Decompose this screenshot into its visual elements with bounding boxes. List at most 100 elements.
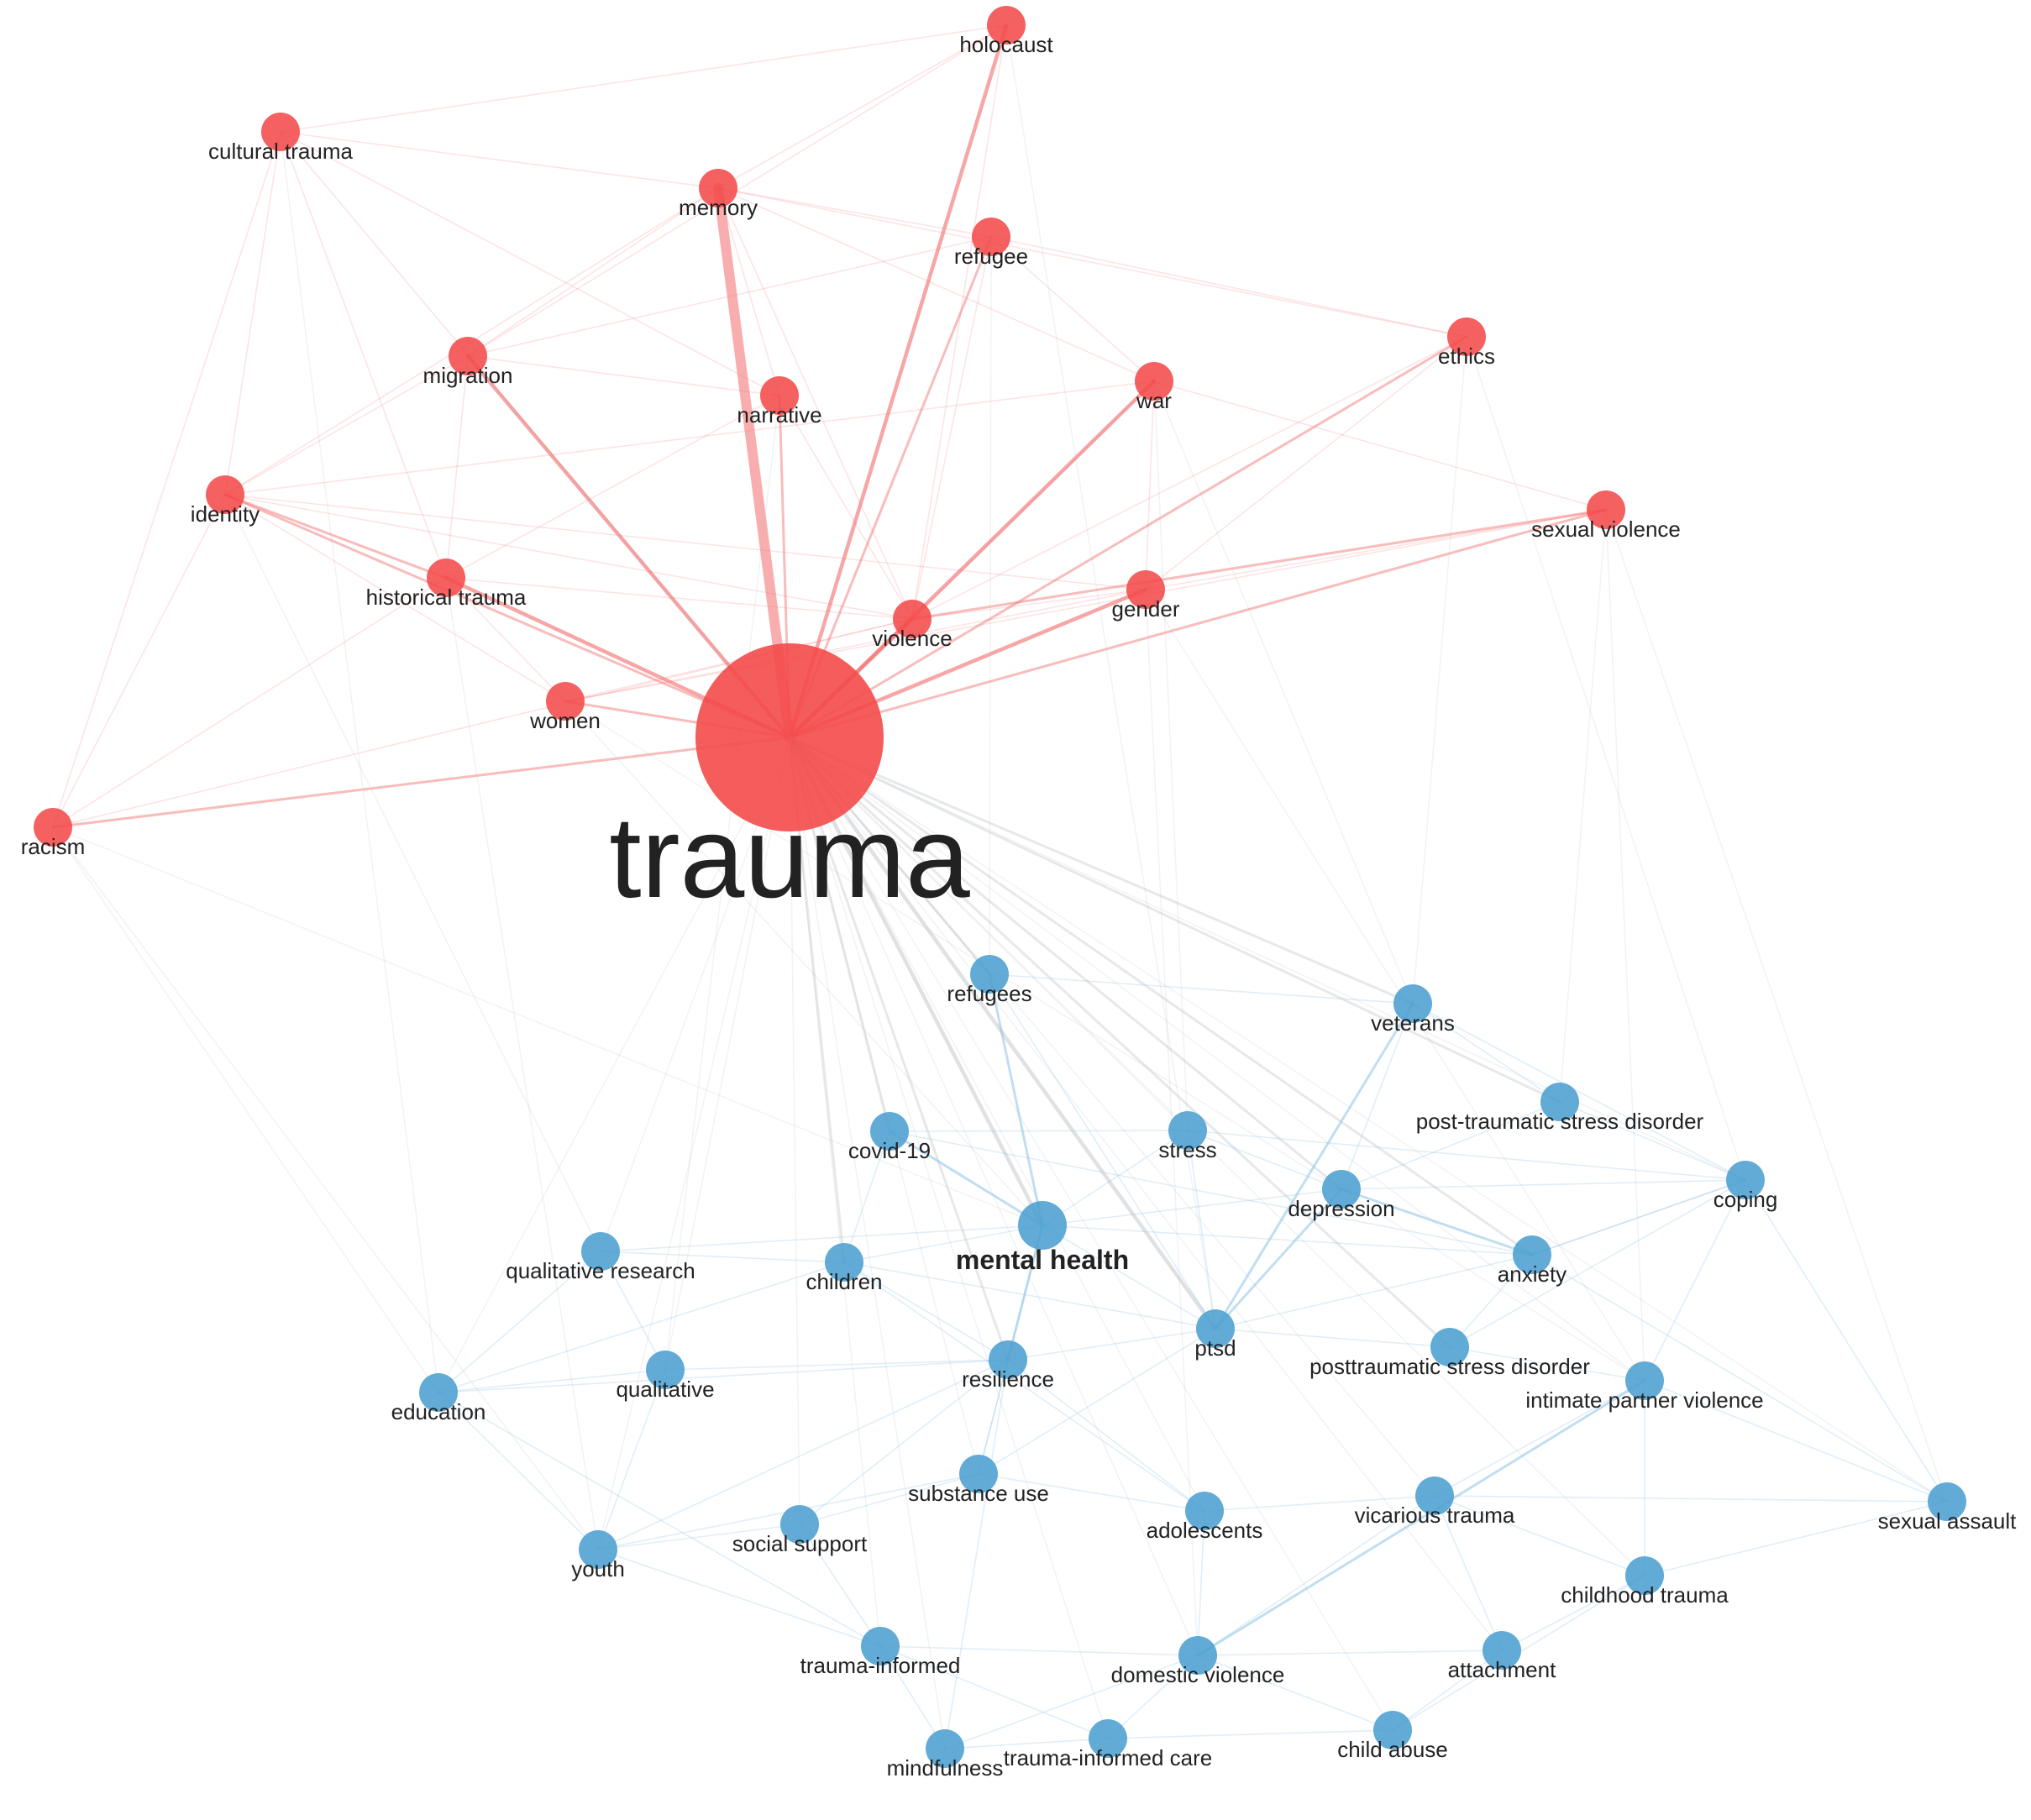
node-ethics[interactable]: [1447, 317, 1486, 356]
edge-intimate-partner-violence-domestic-violence: [1196, 1379, 1646, 1657]
node-stress[interactable]: [1168, 1111, 1207, 1150]
node-migration[interactable]: [449, 337, 487, 375]
node-mental-health[interactable]: [1018, 1201, 1067, 1250]
edge-depression-anxiety: [1340, 1188, 1534, 1256]
edge-refugees-mental-health: [988, 973, 1044, 1227]
edge-gender-identity: [224, 494, 1147, 590]
label-narrative: narrative: [737, 402, 821, 427]
node-women[interactable]: [546, 682, 585, 721]
node-posttraumatic-stress-disorder[interactable]: [1430, 1328, 1469, 1366]
label-intimate-partner-violence: intimate partner violence: [1525, 1387, 1763, 1413]
edge-covid-19-anxiety: [889, 1130, 1533, 1256]
edge-trauma-mindfulness: [789, 737, 946, 1749]
edge-post-traumatic-stress-disorder-coping: [1559, 1101, 1746, 1181]
edge-mental-health-depression: [1042, 1188, 1342, 1226]
edge-trauma-education: [438, 737, 790, 1393]
node-child-abuse[interactable]: [1373, 1711, 1412, 1749]
edge-qualitative-research-qualitative: [600, 1251, 666, 1371]
node-violence[interactable]: [893, 600, 932, 638]
edge-veterans-post-traumatic-stress-disorder: [1412, 1003, 1561, 1103]
node-covid-19[interactable]: [870, 1112, 909, 1151]
edge-education-trauma-informed: [438, 1392, 881, 1647]
label-anxiety: anxiety: [1498, 1261, 1567, 1287]
edge-covid-19-stress: [889, 1130, 1189, 1132]
node-refugee[interactable]: [972, 218, 1010, 256]
edge-education-resilience: [438, 1359, 1009, 1393]
edge-sexual-assault-anxiety: [1531, 1254, 1948, 1503]
edge-trauma-trauma-informed-care: [789, 737, 1109, 1739]
edge-trauma-attachment: [789, 737, 1503, 1651]
node-memory[interactable]: [699, 169, 737, 207]
node-identity[interactable]: [206, 475, 244, 514]
node-post-traumatic-stress-disorder[interactable]: [1540, 1083, 1579, 1121]
node-historical-trauma[interactable]: [427, 559, 465, 597]
node-depression[interactable]: [1322, 1170, 1361, 1209]
label-education: education: [391, 1399, 486, 1424]
node-social-support[interactable]: [780, 1505, 819, 1544]
node-education[interactable]: [419, 1373, 458, 1412]
edge-depression-stress: [1187, 1130, 1342, 1190]
node-trauma-informed[interactable]: [861, 1627, 900, 1665]
edge-veterans-depression: [1341, 1003, 1414, 1190]
node-cultural-trauma[interactable]: [261, 113, 300, 151]
label-historical-trauma: historical trauma: [366, 585, 527, 610]
node-mindfulness[interactable]: [926, 1729, 964, 1768]
edge-mental-health-anxiety: [1042, 1225, 1533, 1256]
node-qualitative[interactable]: [646, 1351, 685, 1389]
node-trauma-informed-care[interactable]: [1089, 1719, 1127, 1758]
label-post-traumatic-stress-disorder: post-traumatic stress disorder: [1416, 1109, 1704, 1134]
edge-youth-social-support: [597, 1524, 800, 1550]
node-substance-use[interactable]: [959, 1455, 998, 1493]
edge-mental-health-covid-19: [888, 1130, 1044, 1227]
label-holocaust: holocaust: [959, 32, 1053, 57]
edge-intimate-partner-violence-vicarious-trauma: [1434, 1380, 1645, 1497]
edge-childhood-trauma-sexual-assault: [1644, 1501, 1948, 1576]
node-holocaust[interactable]: [987, 6, 1026, 45]
node-ptsd[interactable]: [1196, 1309, 1235, 1348]
edge-trauma-informed-trauma-informed-care: [879, 1645, 1109, 1739]
edge-cultural-trauma-racism: [52, 131, 281, 828]
label-veterans: veterans: [1371, 1010, 1455, 1036]
edge-resilience-qualitative: [664, 1359, 1009, 1371]
node-coping[interactable]: [1726, 1161, 1765, 1199]
label-youth: youth: [571, 1556, 625, 1581]
node-youth[interactable]: [579, 1530, 617, 1569]
edge-cultural-trauma-identity: [224, 131, 281, 496]
edge-resilience-children: [843, 1261, 1009, 1361]
edge-identity-historical-trauma: [223, 493, 448, 580]
edge-youth-qualitative: [597, 1369, 666, 1550]
node-veterans[interactable]: [1393, 984, 1432, 1023]
edge-posttraumatic-stress-disorder-coping: [1449, 1179, 1746, 1348]
node-vicarious-trauma[interactable]: [1415, 1476, 1454, 1515]
node-qualitative-research[interactable]: [581, 1232, 620, 1271]
node-war[interactable]: [1135, 362, 1173, 401]
edge-cultural-trauma-memory: [280, 131, 719, 189]
node-children[interactable]: [825, 1243, 863, 1282]
edge-trauma-trauma-informed: [789, 737, 881, 1647]
node-intimate-partner-violence[interactable]: [1625, 1361, 1664, 1400]
edge-post-traumatic-stress-disorder-depression: [1341, 1101, 1561, 1190]
node-domestic-violence[interactable]: [1178, 1636, 1217, 1675]
edge-trauma-intimate-partner-violence: [789, 737, 1645, 1382]
node-sexual-violence[interactable]: [1587, 490, 1625, 529]
edge-mental-health-ptsd: [1042, 1225, 1216, 1330]
label-trauma: trauma: [609, 793, 970, 922]
node-racism[interactable]: [34, 808, 72, 847]
node-narrative[interactable]: [760, 376, 799, 415]
edge-qualitative-research-education: [438, 1251, 601, 1393]
node-sexual-assault[interactable]: [1928, 1482, 1966, 1521]
node-resilience[interactable]: [989, 1340, 1027, 1379]
node-gender[interactable]: [1126, 570, 1165, 609]
node-attachment[interactable]: [1483, 1631, 1521, 1670]
edge-youth-trauma-informed: [597, 1549, 881, 1647]
node-childhood-trauma[interactable]: [1625, 1556, 1664, 1595]
node-refugees[interactable]: [970, 955, 1009, 994]
node-trauma[interactable]: [695, 643, 884, 831]
edge-stress-coping: [1187, 1130, 1746, 1181]
node-adolescents[interactable]: [1185, 1492, 1224, 1530]
edge-trauma-childhood-trauma: [789, 737, 1645, 1576]
label-vicarious-trauma: vicarious trauma: [1355, 1503, 1515, 1528]
node-anxiety[interactable]: [1513, 1235, 1551, 1274]
edge-ptsd-posttraumatic-stress-disorder: [1215, 1328, 1451, 1348]
edge-trauma-informed-domestic-violence: [879, 1645, 1199, 1656]
